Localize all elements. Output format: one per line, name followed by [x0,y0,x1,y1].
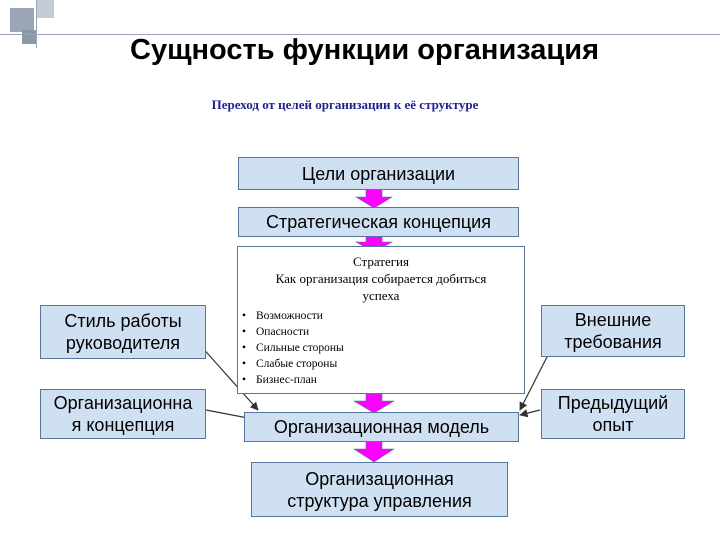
box-org-concept-line: я концепция [71,415,175,435]
box-previous-experience: Предыдущий опыт [541,389,685,439]
decor-square [22,30,36,44]
box-strategic-concept-label: Стратегическая концепция [266,212,491,232]
block-arrow-strategy-to-model [352,393,396,414]
list-item: Слабые стороны [242,356,524,372]
block-arrow-goals-to-concept [354,188,394,209]
decor-line [0,34,720,35]
box-org-model-label: Организационная модель [273,417,490,437]
box-org-concept: Организационна я концепция [40,389,206,439]
box-external-requirements: Внешние требования [541,305,685,357]
arrow-external-to-model [519,354,549,411]
box-management-style-line: Стиль работы [64,311,182,331]
strategy-title: Стратегия [353,254,409,269]
list-item: Возможности [242,308,524,324]
decor-square [36,0,54,18]
box-org-structure: Организационная структура управления [251,462,508,517]
box-org-structure-line: Организационная [305,468,454,489]
page-title: Сущность функции организация [130,34,600,66]
box-goals-label: Цели организации [301,163,456,184]
arrow-experience-to-model [519,409,541,418]
strategy-line: успеха [362,288,400,303]
box-strategic-concept: Стратегическая концепция [238,207,519,237]
box-experience-line: Предыдущий [557,393,669,413]
strategy-list: Возможности Опасности Сильные стороны Сл… [242,308,524,388]
box-external-line: Внешние [574,310,652,330]
box-external-line: требования [564,332,662,352]
box-org-concept-line: Организационна [53,393,193,413]
box-goals: Цели организации [238,157,519,190]
decor-line [36,0,37,48]
box-management-style-line: руководителя [65,333,181,353]
strategy-box: Стратегия Как организация собирается доб… [237,246,525,394]
list-item: Сильные стороны [242,340,524,356]
page-subtitle: Переход от целей организации к её структ… [211,97,479,112]
decor-square [10,8,34,32]
box-org-structure-line: структура управления [287,490,472,511]
block-arrow-model-to-structure [352,440,396,463]
box-org-model: Организационная модель [244,412,519,442]
box-experience-line: опыт [592,415,634,435]
list-item: Опасности [242,324,524,340]
list-item: Бизнес-план [242,372,524,388]
box-management-style: Стиль работы руководителя [40,305,206,359]
strategy-line: Как организация собирается добиться [275,271,487,286]
arrow-style-to-model [199,344,259,411]
